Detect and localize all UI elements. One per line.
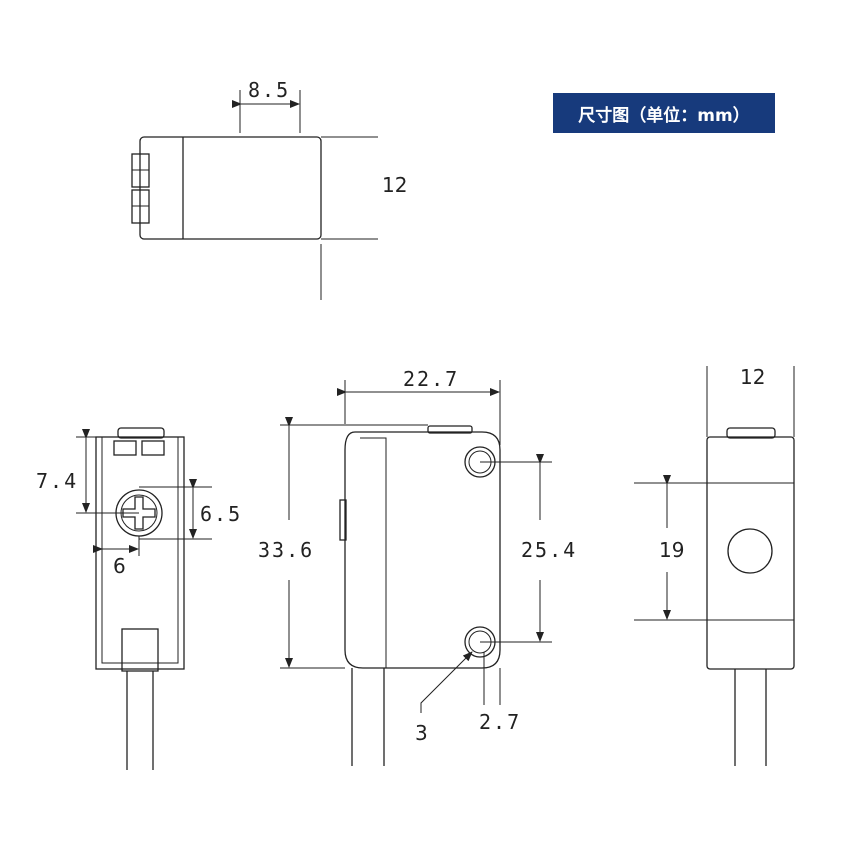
dim-6: 6 xyxy=(113,554,126,578)
front-view-body xyxy=(344,431,501,669)
right-view-top-tab xyxy=(726,427,776,439)
side-view: 7.4 6.5 6 xyxy=(36,427,242,770)
dim-3: 3 xyxy=(415,721,428,745)
side-view-terminals xyxy=(113,427,165,456)
dim-19: 19 xyxy=(659,538,684,562)
top-view-body xyxy=(139,136,322,240)
right-view-body xyxy=(706,436,795,670)
units-legend-badge: 尺寸图（单位：mm） xyxy=(553,93,775,133)
dim-6-5: 6.5 xyxy=(200,502,242,526)
dim-8-5: 8.5 xyxy=(248,78,290,102)
top-view: 8.5 12 xyxy=(131,78,407,300)
dim-22-7: 22.7 xyxy=(403,367,459,391)
dim-top-12: 12 xyxy=(382,173,407,197)
front-view-side-tab xyxy=(339,499,347,541)
front-view-cable xyxy=(351,668,385,766)
dim-2-7: 2.7 xyxy=(479,710,521,734)
lens-icon xyxy=(727,528,773,574)
dim-right-12: 12 xyxy=(740,365,765,389)
dim-7-4: 7.4 xyxy=(36,469,78,493)
top-view-connector xyxy=(131,153,150,224)
dim-25-4: 25.4 xyxy=(521,538,577,562)
dim-33-6: 33.6 xyxy=(258,538,314,562)
front-view: 22.7 33.6 25.4 3 2.7 xyxy=(258,367,577,766)
side-view-cable xyxy=(121,628,159,770)
side-view-body xyxy=(95,436,185,670)
right-view: 12 19 xyxy=(634,365,795,766)
front-view-top-tab xyxy=(427,425,473,434)
right-view-cable xyxy=(734,669,767,766)
